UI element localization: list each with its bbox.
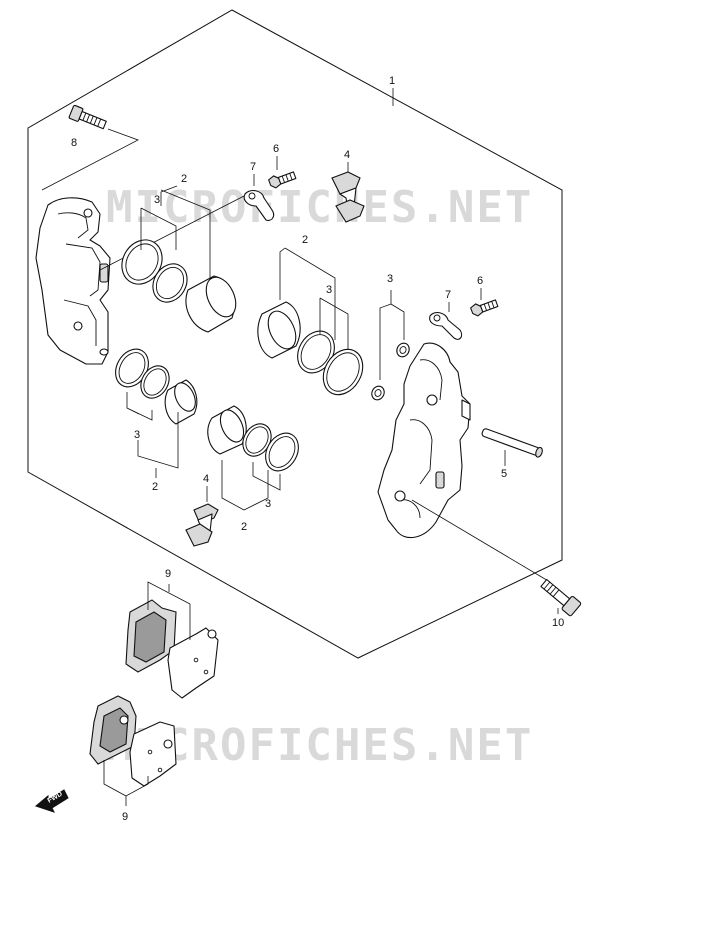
seal-ring-middle-b <box>322 348 364 396</box>
bracket-seal-kit-d <box>221 460 269 511</box>
brake-pad-upper-front <box>167 627 219 699</box>
callout-seal-kit-c: 2 <box>152 481 158 493</box>
callout-bleeder-left: 6 <box>273 143 279 155</box>
callout-seal-d: 3 <box>134 429 140 441</box>
bracket-seal-c <box>379 290 405 380</box>
leader-mount-bolt-line <box>411 499 551 583</box>
callout-pad-set-top: 9 <box>165 568 171 580</box>
callout-cap-right: 7 <box>445 289 451 301</box>
bracket-seal-kit-a <box>160 185 211 280</box>
watermark-bottom: MICROFICHES.NET <box>106 720 533 771</box>
callout-seal-e: 3 <box>265 498 271 510</box>
bracket-pad-set-top <box>147 581 191 640</box>
callout-assembly: 1 <box>389 75 395 87</box>
piston-upper-left <box>185 275 237 333</box>
caliper-left-half <box>35 197 111 365</box>
brake-pad-upper-back <box>125 599 177 673</box>
callout-seal-b: 3 <box>326 284 332 296</box>
seal-ring-lower-left-a <box>115 348 149 388</box>
callout-pin: 5 <box>501 468 507 480</box>
seal-ring-lower-left-b <box>140 365 170 399</box>
piston-middle-right <box>257 301 301 359</box>
callout-seal-a: 3 <box>154 194 160 206</box>
seal-ring-lower-middle-b <box>265 432 299 472</box>
slide-pin <box>481 428 543 458</box>
piston-lower-left <box>164 379 198 425</box>
brake-pad-lower-front <box>129 721 177 787</box>
watermark-top: MICROFICHES.NET <box>106 182 533 233</box>
pad-spring-lower <box>185 503 219 547</box>
mount-bolt <box>540 578 582 617</box>
bracket-seal-kit-c <box>137 412 179 469</box>
bleeder-screw-right <box>470 299 499 317</box>
small-seal-lower <box>371 385 385 401</box>
brake-pad-lower-back <box>89 695 137 765</box>
seal-ring-middle-a <box>297 330 335 374</box>
piston-lower-middle <box>207 405 247 455</box>
bracket-seal-e <box>252 462 281 491</box>
bolt-8 <box>68 104 107 130</box>
callout-seal-kit-d: 2 <box>241 521 247 533</box>
bleeder-screw-left <box>268 171 297 189</box>
callout-pad-set-bottom: 9 <box>122 811 128 823</box>
caliper-right-half <box>377 342 471 539</box>
callout-mount-bolt: 10 <box>552 617 564 629</box>
callout-pad-spring-bottom: 4 <box>203 473 209 485</box>
pad-spring-upper <box>331 171 365 223</box>
bleeder-cap-left <box>243 189 275 221</box>
fwd-arrow-icon: FWD <box>34 789 69 813</box>
bleeder-cap-right <box>429 311 463 340</box>
callout-pad-spring-top: 4 <box>344 149 350 161</box>
bracket-seal-d <box>126 392 153 421</box>
callout-bolt-top: 8 <box>71 137 77 149</box>
bracket-pad-set-bottom <box>103 760 149 806</box>
bracket-seal-b <box>319 297 349 350</box>
callout-cap-left: 7 <box>250 161 256 173</box>
callout-seal-kit-a: 2 <box>181 173 187 185</box>
callout-seal-c: 3 <box>387 273 393 285</box>
small-seal-upper <box>396 342 410 358</box>
bracket-seal-a <box>140 207 177 250</box>
assembly-frame <box>27 9 563 659</box>
callout-bleeder-right: 6 <box>477 275 483 287</box>
bracket-seal-kit-b <box>279 247 336 340</box>
callout-seal-kit-b: 2 <box>302 234 308 246</box>
leader-bolt-top <box>41 128 139 191</box>
seal-ring-upper-left-b <box>152 263 188 303</box>
